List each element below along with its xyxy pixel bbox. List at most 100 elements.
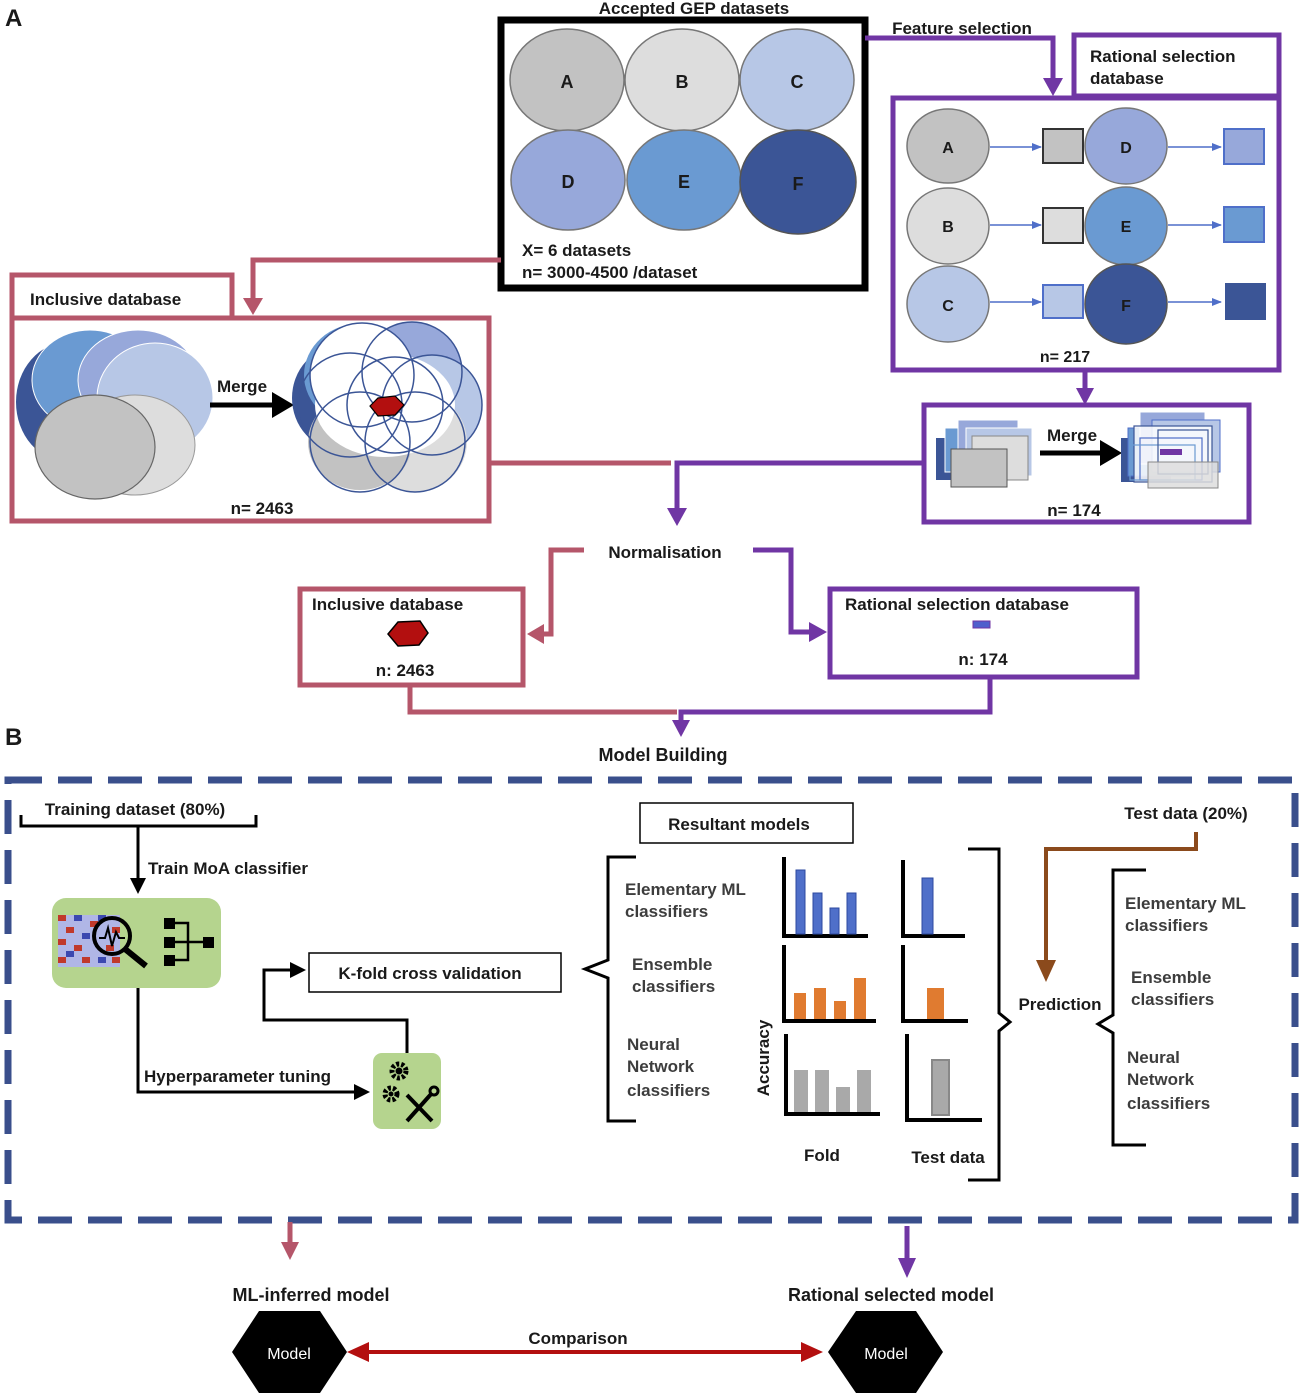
rational-e-label: E (1121, 219, 1132, 236)
norm-inclusive-title: Inclusive database (312, 595, 463, 614)
dataset-d-circle (510, 129, 626, 231)
test-data-label: Test data (20%) (1124, 804, 1247, 823)
group-ensemble-line2: classifiers (632, 977, 715, 996)
rational-c-label: C (942, 298, 954, 315)
prediction-brace (968, 847, 1013, 1182)
kfold-loop-connector (262, 968, 409, 1053)
model-building-arrowhead (672, 720, 690, 737)
resultant-models-box (639, 802, 854, 844)
dataset-d-label: D (562, 172, 575, 192)
dataset-e-label: E (678, 172, 690, 192)
mini-charts (782, 857, 982, 1122)
hyperparameter-label: Hyperparameter tuning (144, 1067, 331, 1086)
model-building-box (4, 776, 1299, 1224)
rational-n: n= 217 (1040, 349, 1090, 366)
rational-down-arrowhead (1076, 388, 1094, 405)
pred-neural-line2: Network (1127, 1070, 1195, 1089)
inclusive-merge-arrowhead (272, 392, 294, 418)
magnifier-icon (92, 916, 132, 956)
inclusive-title: Inclusive database (30, 290, 181, 309)
model-right-label: Model (864, 1346, 908, 1363)
pred-ensemble-line2: classifiers (1131, 990, 1214, 1009)
dataset-count: X= 6 datasets (522, 241, 631, 260)
dataset-a-label: A (561, 72, 574, 92)
inclusive-n: n= 2463 (231, 499, 294, 518)
model-hexagon-right (828, 1311, 943, 1393)
dataset-f-label: F (793, 174, 804, 194)
prediction-brace-right (1095, 868, 1146, 1147)
pred-neural-line1: Neural (1127, 1048, 1180, 1067)
test-data-arrowhead (1036, 960, 1056, 982)
inclusive-title-box (9, 272, 235, 321)
kfold-label: K-fold cross validation (338, 964, 521, 983)
norm-right-connector (753, 547, 812, 635)
rational-b-label: B (942, 219, 954, 236)
rational-d-square (1223, 128, 1265, 165)
normalisation-arrowhead (667, 508, 687, 526)
train-moa-label: Train MoA classifier (148, 859, 308, 878)
rational-model-arrowhead (898, 1258, 916, 1278)
accepted-datasets-box (497, 16, 869, 292)
inclusive-connector (250, 257, 501, 302)
tree-icon (164, 918, 214, 966)
dataset-f-circle (739, 129, 857, 235)
inclusive-merge-label: Merge (217, 377, 267, 396)
prediction-label: Prediction (1018, 995, 1101, 1014)
accuracy-label: Accuracy (754, 1019, 773, 1096)
dataset-size: n= 3000-4500 /dataset (522, 263, 698, 282)
norm-rational-box (827, 586, 1140, 680)
accepted-title: Accepted GEP datasets (599, 0, 790, 18)
pred-neural-line3: classifiers (1127, 1094, 1210, 1113)
hyperparameter-connector (136, 988, 356, 1094)
rational-c-square (1042, 284, 1084, 319)
rational-f-square (1225, 283, 1266, 320)
gears-wrench-icon (382, 1061, 440, 1123)
rational-a-circle (906, 108, 990, 184)
norm-left-arrowhead (527, 624, 544, 644)
group-neural-line2: Network (627, 1057, 695, 1076)
rational-e-square (1223, 206, 1265, 243)
norm-rational-to-model (678, 677, 993, 724)
model-building-label: Model Building (599, 745, 728, 765)
normalisation-label: Normalisation (608, 543, 721, 562)
norm-inclusive-n: n: 2463 (376, 661, 435, 680)
pred-elementary-line1: Elementary ML (1125, 894, 1246, 913)
comparison-label: Comparison (528, 1329, 627, 1348)
overlapping-sets (16, 329, 214, 500)
inclusive-database-box (9, 315, 492, 524)
ml-inferred-label: ML-inferred model (232, 1285, 389, 1305)
group-elementary-line1: Elementary ML (625, 880, 746, 899)
feature-selection-connector (865, 35, 1056, 84)
group-neural-line3: classifiers (627, 1081, 710, 1100)
rational-to-normalisation (674, 460, 924, 512)
rational-a-square (1042, 128, 1084, 164)
dataset-b-label: B (676, 72, 689, 92)
norm-inclusive-shape (387, 620, 429, 647)
ml-model-arrowhead (281, 1242, 299, 1260)
heatmap-icon (58, 915, 120, 967)
pred-ensemble-line1: Ensemble (1131, 968, 1211, 987)
rational-selected-label: Rational selected model (788, 1285, 994, 1305)
norm-inclusive-to-model (407, 685, 677, 715)
dataset-circles (509, 28, 857, 235)
kfold-arrowhead (290, 962, 306, 978)
group-neural-line1: Neural (627, 1035, 680, 1054)
comparison-arrowhead-left (347, 1342, 369, 1362)
rational-c-circle (906, 265, 990, 343)
rational-d-label: D (1120, 140, 1132, 157)
stacked-squares (936, 419, 1033, 488)
norm-rational-title: Rational selection database (845, 595, 1069, 614)
rational-merge-n: n= 174 (1047, 501, 1101, 520)
test-data-connector (1044, 832, 1198, 964)
rational-merge-label: Merge (1047, 426, 1097, 445)
comparison-arrowhead-right (801, 1342, 823, 1362)
train-arrowhead (130, 878, 146, 894)
inclusive-arrowhead (243, 298, 263, 315)
kfold-box (308, 952, 562, 993)
feature-selection-label: Feature selection (892, 19, 1032, 38)
rational-title-box (1071, 32, 1282, 99)
rational-rows (906, 107, 1266, 345)
model-left-label: Model (267, 1346, 311, 1363)
panel-b-letter: B (5, 724, 22, 751)
